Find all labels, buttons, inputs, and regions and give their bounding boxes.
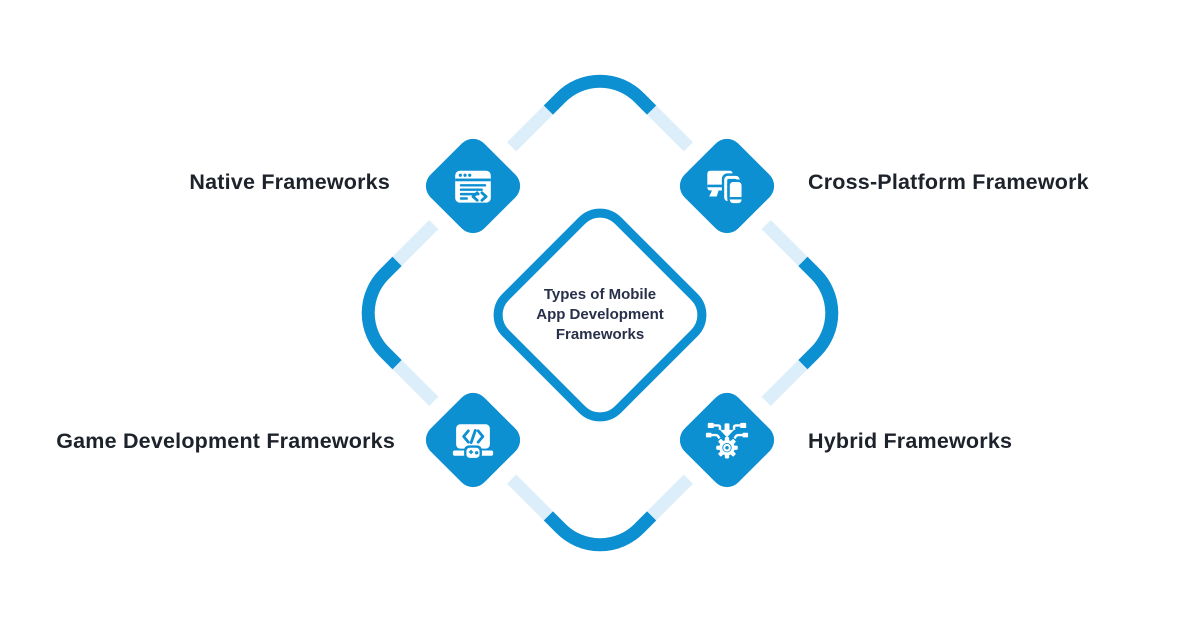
node-tile-hybrid xyxy=(673,386,781,494)
diagram-title: Types of Mobile App Development Framewor… xyxy=(536,285,664,344)
node-tile-native xyxy=(419,132,527,240)
ring-corner-arcs xyxy=(361,74,839,552)
node-tile-game xyxy=(419,386,527,494)
center-label-wrap: Types of Mobile App Development Framewor… xyxy=(525,240,675,390)
gear-merge-icon xyxy=(705,418,750,463)
laptop-gamepad-icon xyxy=(451,418,496,463)
node-label-game: Game Development Frameworks xyxy=(56,429,395,453)
node-tile-cross-platform xyxy=(673,132,781,240)
multi-device-icon xyxy=(705,164,750,209)
ring-light-segments xyxy=(379,92,821,534)
node-label-native: Native Frameworks xyxy=(189,170,390,194)
node-label-hybrid: Hybrid Frameworks xyxy=(808,429,1013,453)
node-label-cross-platform: Cross-Platform Framework xyxy=(808,170,1089,194)
browser-code-icon xyxy=(451,164,496,209)
